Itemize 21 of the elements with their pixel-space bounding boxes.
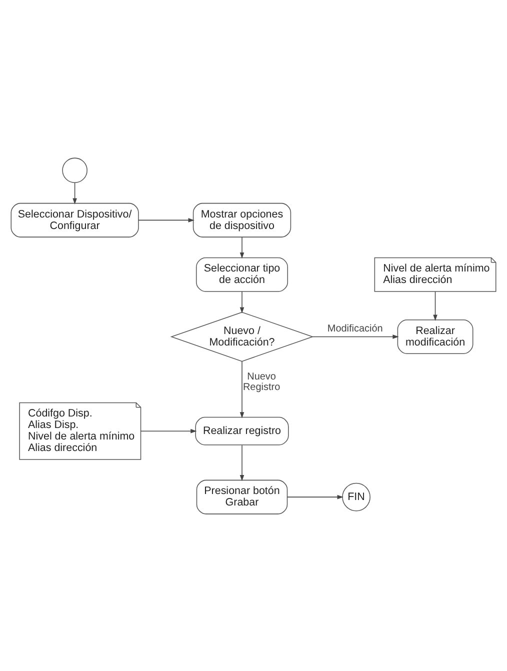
arrow [240, 290, 244, 313]
node-diamond: Nuevo / Modificación? [170, 311, 314, 362]
arrow [433, 290, 438, 320]
arrow [312, 334, 399, 338]
node-circle: FIN [342, 482, 370, 511]
arrow [240, 444, 244, 481]
node-box: Seleccionar tipo de acción [196, 256, 288, 292]
node-box: Mostrar opciones de dispositivo [192, 202, 292, 237]
arrow [140, 428, 197, 433]
node-circle [62, 157, 88, 182]
arrow [240, 360, 244, 418]
node-box: Realizar registro [195, 416, 289, 445]
arrow [240, 236, 244, 258]
arrow [72, 182, 77, 204]
node-box: Presionar botón Grabar [196, 479, 288, 514]
node-box: Seleccionar Dispositivo/ Configurar [10, 202, 139, 237]
edge-label: Modificación [327, 323, 383, 334]
arrow [286, 494, 344, 499]
node-box: Realizar modificación [397, 319, 474, 354]
arrow [138, 218, 194, 222]
edge-label: Nuevo Registro [242, 370, 280, 392]
